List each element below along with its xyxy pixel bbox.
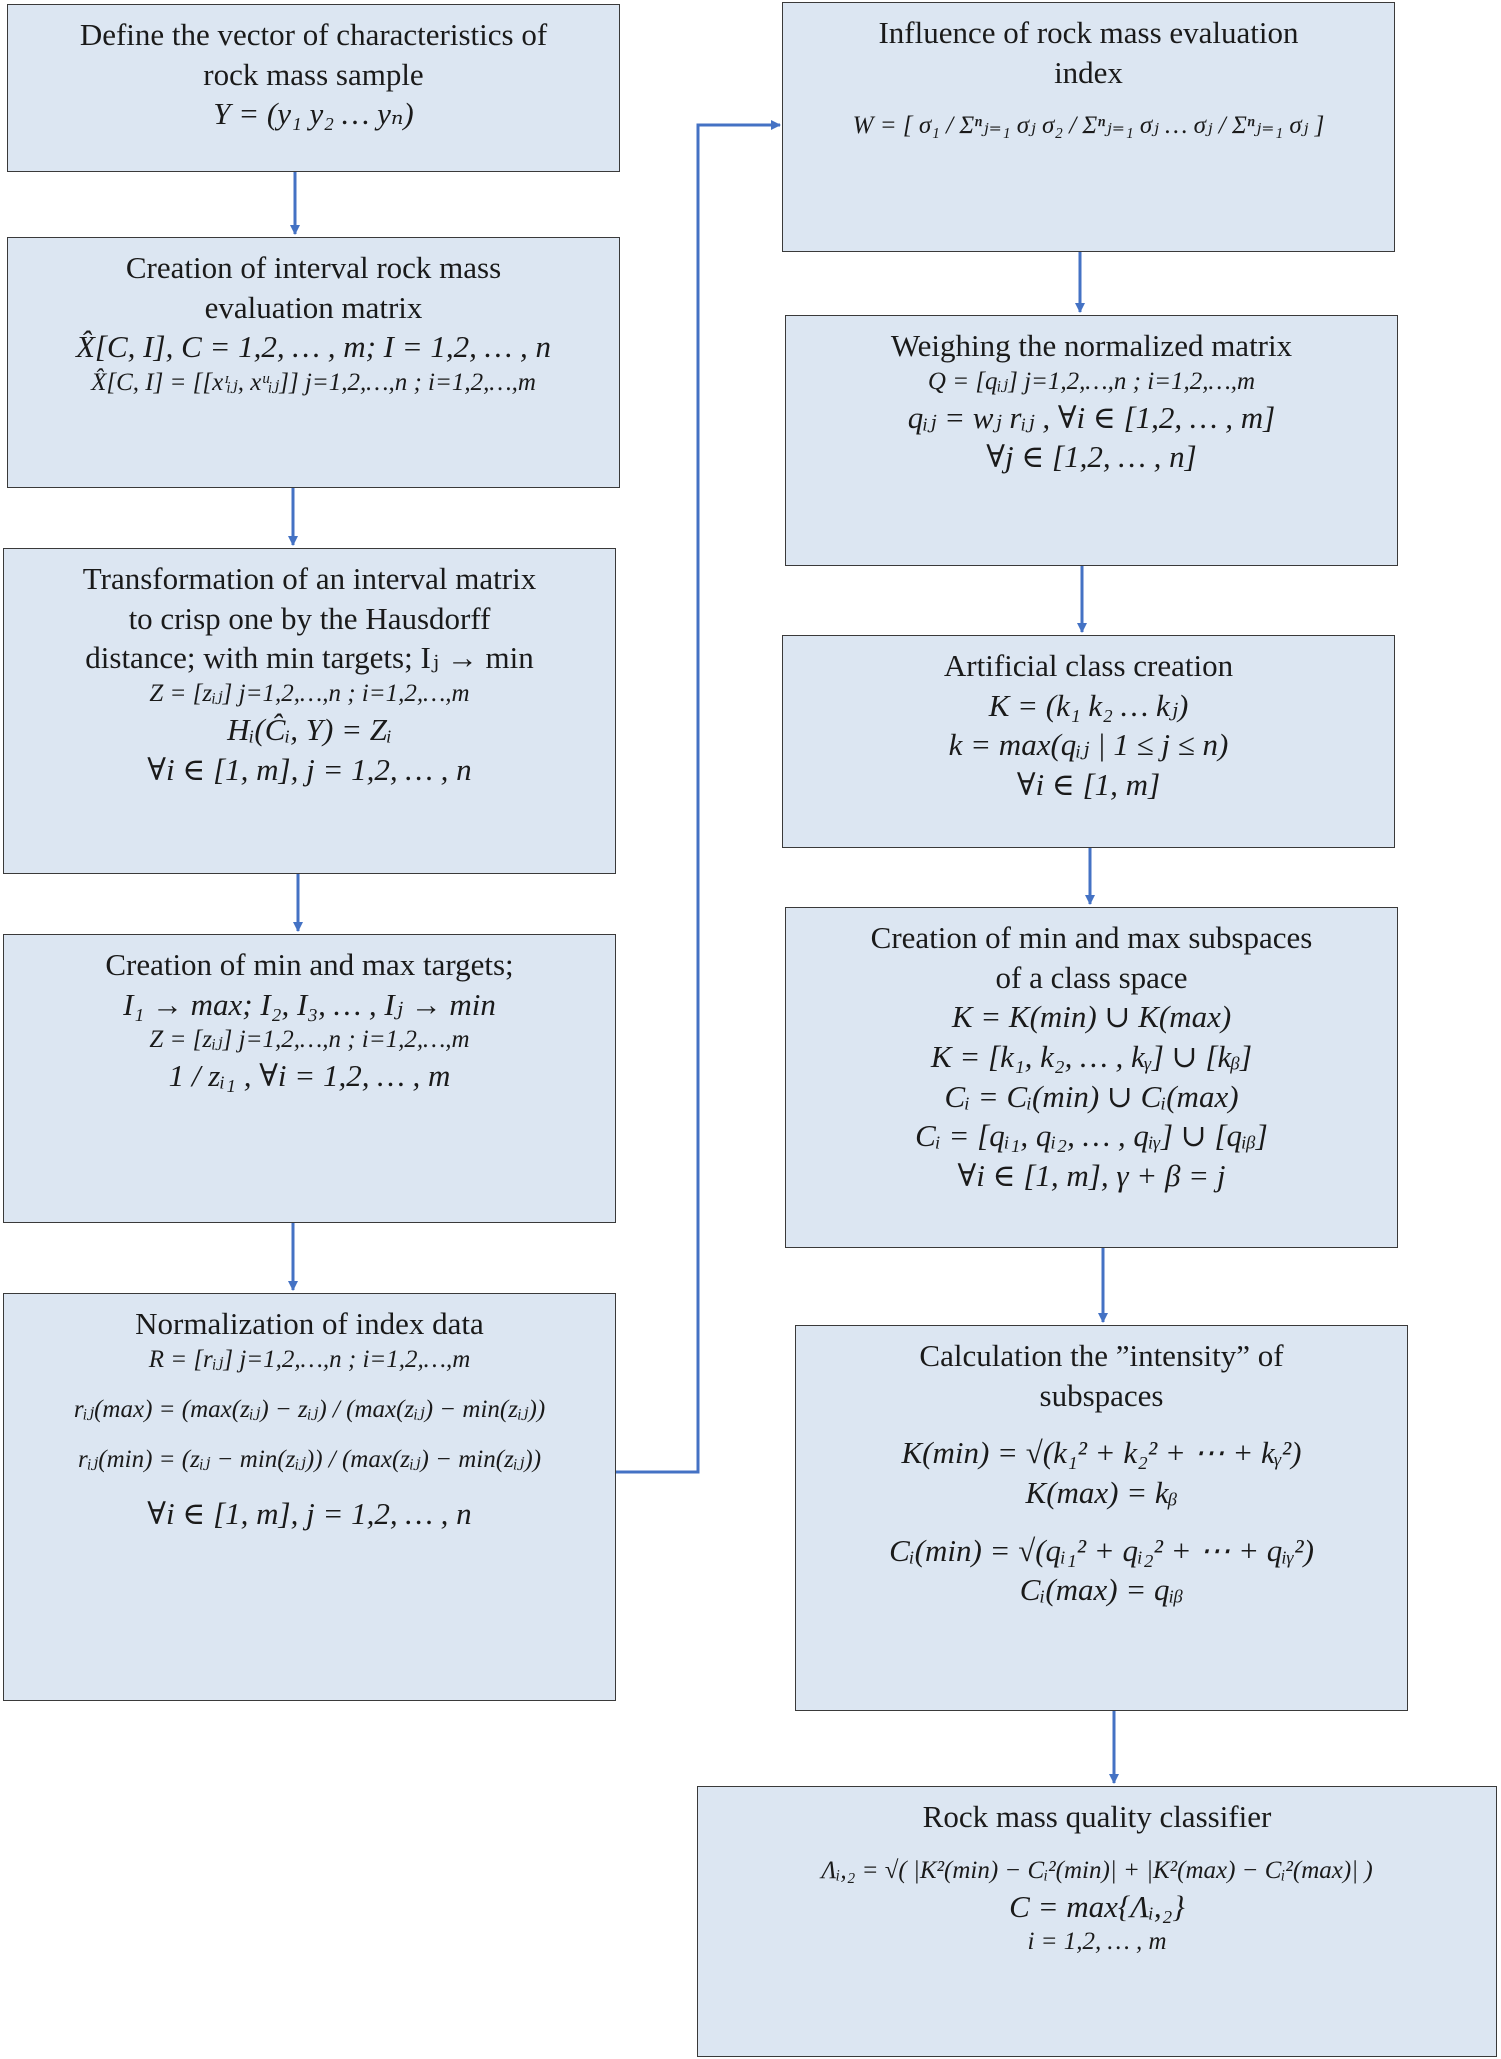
box-title-line: Normalization of index data bbox=[135, 1306, 484, 1341]
box-formula-line: Cᵢ(max) = qᵢᵦ bbox=[1019, 1572, 1184, 1608]
box-formula-line: k = max(qᵢⱼ | 1 ≤ j ≤ n) bbox=[948, 727, 1229, 763]
box-title-line: rock mass sample bbox=[203, 56, 424, 92]
box-formula-line: C = max{Λᵢ,₂} bbox=[1009, 1888, 1185, 1924]
box-artificial-class: Artificial class creation K = (k₁ k₂ … k… bbox=[782, 635, 1395, 848]
box-formula-line: i = 1,2, … , m bbox=[1027, 1928, 1167, 1956]
box-formula-line: Q = [qᵢⱼ] j=1,2,…,n ; i=1,2,…,m bbox=[927, 367, 1256, 395]
box-formula-line: I₁ → max; I₂, I₃, … , Iⱼ → min bbox=[123, 986, 496, 1022]
box-title-line: Creation of interval rock mass bbox=[125, 250, 502, 285]
box-formula-line: qᵢⱼ = wⱼ rᵢⱼ , ∀i ∈ [1,2, … , m] bbox=[907, 399, 1276, 435]
box-title-line: Transformation of an interval matrix bbox=[82, 561, 537, 596]
box-define-vector: Define the vector of characteristics of … bbox=[7, 4, 620, 172]
box-min-max-targets: Creation of min and max targets; I₁ → ma… bbox=[3, 934, 616, 1223]
box-formula-line: W = [ σ₁ / Σⁿⱼ₌₁ σⱼ σ₂ / Σⁿⱼ₌₁ σⱼ … σⱼ /… bbox=[852, 112, 1325, 140]
box-formula-line: Y = (y₁ y₂ … yₙ) bbox=[213, 96, 414, 132]
box-formula-line: K = (k₁ k₂ … kⱼ) bbox=[988, 687, 1189, 723]
box-title-line: index bbox=[1054, 54, 1123, 90]
box-formula-line: ∀j ∈ [1,2, … , n] bbox=[986, 439, 1197, 475]
box-formula-line: ∀i ∈ [1, m] bbox=[1016, 767, 1161, 803]
box-formula-line: K = K(min) ∪ K(max) bbox=[951, 999, 1232, 1035]
box-formula-line: Z = [zᵢⱼ] j=1,2,…,n ; i=1,2,…,m bbox=[149, 680, 470, 708]
box-title-line: to crisp one by the Hausdorff bbox=[128, 600, 491, 636]
box-title-line: Artificial class creation bbox=[943, 648, 1234, 683]
box-normalization: Normalization of index data R = [rᵢⱼ] j=… bbox=[3, 1293, 616, 1701]
box-title-line: evaluation matrix bbox=[204, 289, 423, 325]
box-title-line: of a class space bbox=[995, 959, 1188, 995]
box-title-line: Creation of min and max subspaces bbox=[870, 920, 1313, 955]
box-formula-line: ∀i ∈ [1, m], γ + β = j bbox=[957, 1158, 1226, 1194]
box-title-line: Define the vector of characteristics of bbox=[79, 17, 548, 52]
box-subspaces: Creation of min and max subspaces of a c… bbox=[785, 907, 1398, 1248]
box-hausdorff: Transformation of an interval matrix to … bbox=[3, 548, 616, 874]
box-formula-line: K = [k₁, k₂, … , kᵧ] ∪ [kᵦ] bbox=[930, 1039, 1253, 1075]
box-weighing: Weighing the normalized matrix Q = [qᵢⱼ]… bbox=[785, 315, 1398, 566]
box-formula-line: Cᵢ = Cᵢ(min) ∪ Cᵢ(max) bbox=[944, 1078, 1239, 1114]
box-formula-line: rᵢⱼ(max) = (max(zᵢⱼ) − zᵢⱼ) / (max(zᵢⱼ) … bbox=[73, 1395, 546, 1423]
box-title-line: Influence of rock mass evaluation bbox=[878, 15, 1299, 50]
box-formula-line: 1 / zᵢ₁ , ∀i = 1,2, … , m bbox=[168, 1058, 451, 1094]
box-formula-line: X̂[C, I], C = 1,2, … , m; I = 1,2, … , n bbox=[76, 329, 551, 365]
box-formula-line: Λᵢ,₂ = √( |K²(min) − Cᵢ²(min)| + |K²(max… bbox=[821, 1856, 1373, 1884]
box-title-line: distance; with min targets; Iⱼ → min bbox=[85, 640, 534, 676]
box-formula-line: Hᵢ(Ĉᵢ, Y) = Zᵢ bbox=[227, 712, 392, 748]
box-formula-line: X̂[C, I] = [[xᶦᵢⱼ, xᵘᵢⱼ]] j=1,2,…,n ; i=… bbox=[91, 369, 536, 397]
box-formula-line: Z = [zᵢⱼ] j=1,2,…,n ; i=1,2,…,m bbox=[149, 1026, 470, 1054]
box-title-line: Rock mass quality classifier bbox=[922, 1799, 1272, 1834]
box-formula-line: Cᵢ(min) = √(qᵢ₁² + qᵢ₂² + ⋯ + qᵢᵧ²) bbox=[889, 1532, 1314, 1568]
box-formula-line: ∀i ∈ [1, m], j = 1,2, … , n bbox=[147, 1495, 472, 1531]
box-interval-matrix: Creation of interval rock mass evaluatio… bbox=[7, 237, 620, 488]
box-title-line: subspaces bbox=[1039, 1377, 1164, 1413]
box-formula-line: Cᵢ = [qᵢ₁, qᵢ₂, … , qᵢᵧ] ∪ [qᵢᵦ] bbox=[915, 1118, 1268, 1154]
box-title-line: Creation of min and max targets; bbox=[105, 947, 514, 982]
box-influence-index: Influence of rock mass evaluation index … bbox=[782, 2, 1395, 252]
box-formula-line: K(max) = kᵦ bbox=[1025, 1475, 1178, 1511]
box-title-line: Calculation the ”intensity” of bbox=[919, 1338, 1284, 1373]
box-formula-line: R = [rᵢⱼ] j=1,2,…,n ; i=1,2,…,m bbox=[148, 1345, 471, 1373]
box-classifier: Rock mass quality classifier Λᵢ,₂ = √( |… bbox=[697, 1786, 1497, 2057]
box-title-line: Weighing the normalized matrix bbox=[890, 328, 1293, 363]
box-intensity: Calculation the ”intensity” of subspaces… bbox=[795, 1325, 1408, 1711]
box-formula-line: rᵢⱼ(min) = (zᵢⱼ − min(zᵢⱼ)) / (max(zᵢⱼ) … bbox=[77, 1445, 542, 1473]
arrow-normalization-to-influence bbox=[616, 120, 781, 1474]
box-formula-line: K(min) = √(k₁² + k₂² + ⋯ + kᵧ²) bbox=[901, 1435, 1302, 1471]
box-formula-line: ∀i ∈ [1, m], j = 1,2, … , n bbox=[147, 751, 472, 787]
